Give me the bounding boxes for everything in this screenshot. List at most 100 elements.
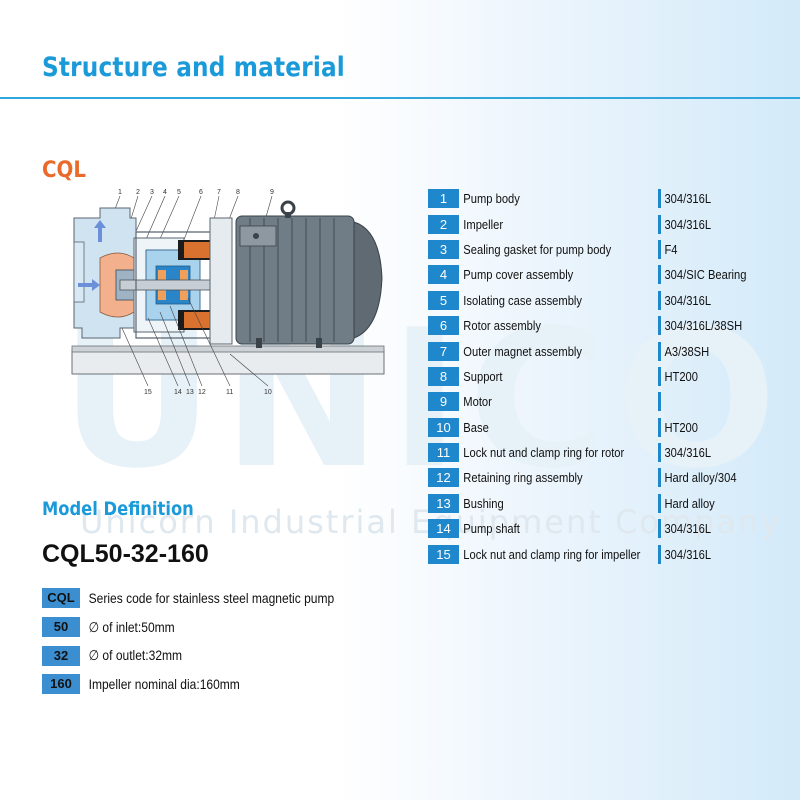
part-number: 14	[428, 519, 459, 539]
divider	[658, 417, 661, 437]
part-material: 304/316L	[664, 191, 712, 207]
callout-2: 2	[136, 189, 140, 196]
part-material: Hard alloy	[664, 495, 715, 511]
part-number: 15	[428, 544, 459, 564]
part-material: 304/316L	[664, 546, 712, 562]
part-number: 8	[428, 366, 459, 386]
callout-7: 7	[217, 189, 221, 196]
callout-numbers-bottom: 15 14 13 12 11 10	[144, 389, 272, 396]
part-number: 11	[428, 443, 459, 463]
part-material: F4	[664, 241, 678, 257]
callout-12: 12	[198, 389, 206, 396]
part-name: Motor	[463, 394, 492, 410]
part-material: 304/316L	[664, 445, 712, 461]
part-material: 304/SIC Bearing	[664, 267, 747, 283]
title-divider	[0, 97, 800, 99]
callout-4: 4	[163, 189, 167, 196]
definition-text: Impeller nominal dia:160mm	[88, 676, 240, 693]
divider	[658, 519, 661, 539]
divider	[658, 265, 661, 285]
part-material: HT200	[664, 419, 699, 435]
part-number: 9	[428, 392, 459, 412]
divider	[658, 493, 661, 513]
definition-text: Series code for stainless steel magnetic…	[88, 590, 335, 607]
divider	[658, 468, 661, 488]
part-name: Bushing	[463, 495, 504, 511]
part-number: 4	[428, 265, 459, 285]
part-name: Lock nut and clamp ring for rotor	[463, 445, 625, 461]
part-name: Base	[463, 419, 489, 435]
list-item: 160 Impeller nominal dia:160mm	[42, 670, 376, 699]
divider	[658, 443, 661, 463]
part-name: Pump body	[463, 191, 520, 207]
part-material: 304/316L	[664, 216, 712, 232]
callout-15: 15	[144, 389, 152, 396]
model-number: CQL50-32-160	[42, 540, 209, 568]
divider	[658, 316, 661, 336]
list-item: 50 ∅ of inlet:50mm	[42, 613, 376, 642]
list-item: 32 ∅ of outlet:32mm	[42, 641, 376, 670]
part-number: 1	[428, 189, 459, 209]
pump-cross-section-drawing: 1 2 3 4 5 6 7 8 9	[71, 189, 385, 396]
part-name: Retaining ring assembly	[463, 470, 583, 486]
part-name: Sealing gasket for pump body	[463, 241, 612, 257]
callout-11: 11	[226, 389, 233, 396]
callout-9: 9	[270, 189, 274, 196]
callout-6: 6	[199, 189, 203, 196]
definition-code: 160	[42, 674, 80, 695]
part-material: 304/316L/38SH	[664, 318, 743, 334]
divider	[658, 214, 661, 234]
divider	[658, 366, 661, 386]
part-name: Pump cover assembly	[463, 267, 574, 283]
callout-1: 1	[118, 189, 122, 196]
callout-5: 5	[177, 189, 181, 196]
part-name: Impeller	[463, 216, 504, 232]
part-number: 13	[428, 493, 459, 513]
part-number: 6	[428, 316, 459, 336]
part-material: 304/316L	[664, 521, 712, 537]
part-material: 304/316L	[664, 292, 712, 308]
part-number: 10	[428, 417, 459, 437]
part-material: HT200	[664, 368, 699, 384]
list-item: CQL Series code for stainless steel magne…	[42, 584, 376, 613]
definition-text: ∅ of outlet:32mm	[88, 647, 183, 664]
part-number: 2	[428, 214, 459, 234]
part-material: A3/38SH	[664, 343, 710, 359]
definition-code: 32	[42, 645, 80, 666]
callout-13: 13	[186, 389, 194, 396]
part-name: Support	[463, 368, 503, 384]
definition-code: CQL	[42, 588, 80, 609]
definition-code: 50	[42, 617, 80, 638]
divider	[658, 341, 661, 361]
divider	[658, 189, 661, 209]
divider	[658, 392, 661, 412]
part-number: 3	[428, 239, 459, 259]
definition-text: ∅ of inlet:50mm	[88, 618, 175, 635]
part-name: Rotor assembly	[463, 318, 541, 334]
divider	[658, 239, 661, 259]
part-number: 12	[428, 468, 459, 488]
divider	[658, 290, 661, 310]
part-number: 7	[428, 341, 459, 361]
callout-14: 14	[174, 389, 182, 396]
part-name: Isolating case assembly	[463, 292, 582, 308]
model-code-label: CQL	[42, 158, 86, 183]
divider	[658, 544, 661, 564]
model-definition-heading: Model Definition	[42, 498, 194, 520]
